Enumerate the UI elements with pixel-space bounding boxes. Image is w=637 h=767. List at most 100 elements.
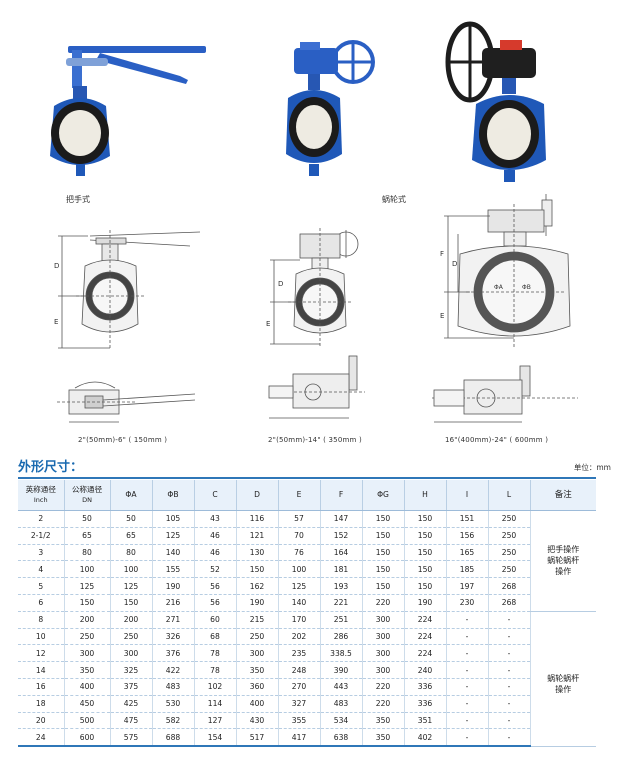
cell-c: 78 xyxy=(194,661,237,679)
label-e-2: E xyxy=(266,320,270,328)
note-handle-worm: 把手操作蜗轮蜗杆操作 xyxy=(530,510,596,612)
cell-i: - xyxy=(446,628,489,646)
label-phia: ΦA xyxy=(494,284,504,291)
cell-e: 125 xyxy=(278,577,321,595)
cell-dn: 450 xyxy=(64,695,111,713)
cell-h: 150 xyxy=(404,527,447,545)
header-d: D xyxy=(236,480,279,511)
worm-valve-small-photo xyxy=(286,40,375,176)
cell-h: 336 xyxy=(404,695,447,713)
cell-a: 425 xyxy=(110,695,153,713)
cell-h: 224 xyxy=(404,611,447,629)
cell-g: 150 xyxy=(362,560,405,579)
header-e: E xyxy=(278,480,321,511)
cell-inch: 2 xyxy=(18,510,65,528)
cell-inch: 14 xyxy=(18,661,65,679)
cell-inch: 5 xyxy=(18,577,65,595)
cell-f: 147 xyxy=(320,510,363,528)
cell-a: 80 xyxy=(110,544,153,562)
cell-i: - xyxy=(446,644,489,663)
cell-d: 430 xyxy=(236,712,279,730)
header-note: 备注 xyxy=(530,480,596,511)
cell-b: 125 xyxy=(152,527,195,545)
cell-b: 376 xyxy=(152,644,195,663)
worm-large-front-drawing: F D E ΦA ΦB xyxy=(440,194,571,348)
cell-h: 150 xyxy=(404,544,447,562)
cell-f: 483 xyxy=(320,695,363,713)
cell-d: 121 xyxy=(236,527,279,545)
cell-c: 78 xyxy=(194,644,237,663)
cell-b: 271 xyxy=(152,611,195,629)
cell-f: 390 xyxy=(320,661,363,679)
cell-b: 216 xyxy=(152,594,195,612)
cell-f: 338.5 xyxy=(320,644,363,663)
cell-g: 300 xyxy=(362,644,405,663)
cell-f: 164 xyxy=(320,544,363,562)
cell-i: 151 xyxy=(446,510,489,528)
cell-h: 240 xyxy=(404,661,447,679)
cell-c: 46 xyxy=(194,527,237,545)
cell-dn: 350 xyxy=(64,661,111,679)
cell-l: 250 xyxy=(488,527,531,545)
handle-front-drawing: D E xyxy=(54,230,201,350)
cell-c: 56 xyxy=(194,594,237,612)
cell-inch: 12 xyxy=(18,644,65,663)
cell-i: - xyxy=(446,661,489,679)
cell-f: 286 xyxy=(320,628,363,646)
cell-b: 582 xyxy=(152,712,195,730)
worm-small-front-drawing: D E xyxy=(266,228,359,348)
cell-g: 150 xyxy=(362,510,405,528)
cell-l: 250 xyxy=(488,510,531,528)
cell-i: - xyxy=(446,611,489,629)
cell-l: - xyxy=(488,678,531,696)
cell-b: 326 xyxy=(152,628,195,646)
cell-dn: 400 xyxy=(64,678,111,696)
cell-i: - xyxy=(446,695,489,713)
cell-dn: 125 xyxy=(64,577,111,595)
label-d-2: D xyxy=(278,280,283,288)
handle-top-drawing xyxy=(57,381,196,423)
cell-g: 300 xyxy=(362,628,405,646)
cell-d: 250 xyxy=(236,628,279,646)
handle-caption: 把手式 xyxy=(66,195,90,204)
cell-e: 140 xyxy=(278,594,321,612)
cell-h: 336 xyxy=(404,678,447,696)
cell-e: 235 xyxy=(278,644,321,663)
cell-e: 170 xyxy=(278,611,321,629)
cell-inch: 4 xyxy=(18,560,65,579)
cell-l: 250 xyxy=(488,560,531,579)
cell-c: 114 xyxy=(194,695,237,713)
cell-b: 483 xyxy=(152,678,195,696)
cell-a: 250 xyxy=(110,628,153,646)
header-l: L xyxy=(488,480,531,511)
cell-dn: 500 xyxy=(64,712,111,730)
cell-g: 220 xyxy=(362,678,405,696)
cell-c: 46 xyxy=(194,544,237,562)
header-f: F xyxy=(320,480,363,511)
cell-g: 220 xyxy=(362,695,405,713)
cell-d: 215 xyxy=(236,611,279,629)
unit-label: 单位：mm xyxy=(573,463,611,472)
cell-g: 150 xyxy=(362,527,405,545)
cell-c: 43 xyxy=(194,510,237,528)
cell-a: 200 xyxy=(110,611,153,629)
cell-g: 350 xyxy=(362,728,405,748)
cell-d: 400 xyxy=(236,695,279,713)
cell-l: - xyxy=(488,611,531,629)
cell-a: 65 xyxy=(110,527,153,545)
cell-e: 202 xyxy=(278,628,321,646)
note-line: 蜗轮蜗杆 xyxy=(547,556,580,566)
cell-inch: 8 xyxy=(18,611,65,629)
cell-l: - xyxy=(488,628,531,646)
cell-e: 327 xyxy=(278,695,321,713)
cell-c: 60 xyxy=(194,611,237,629)
